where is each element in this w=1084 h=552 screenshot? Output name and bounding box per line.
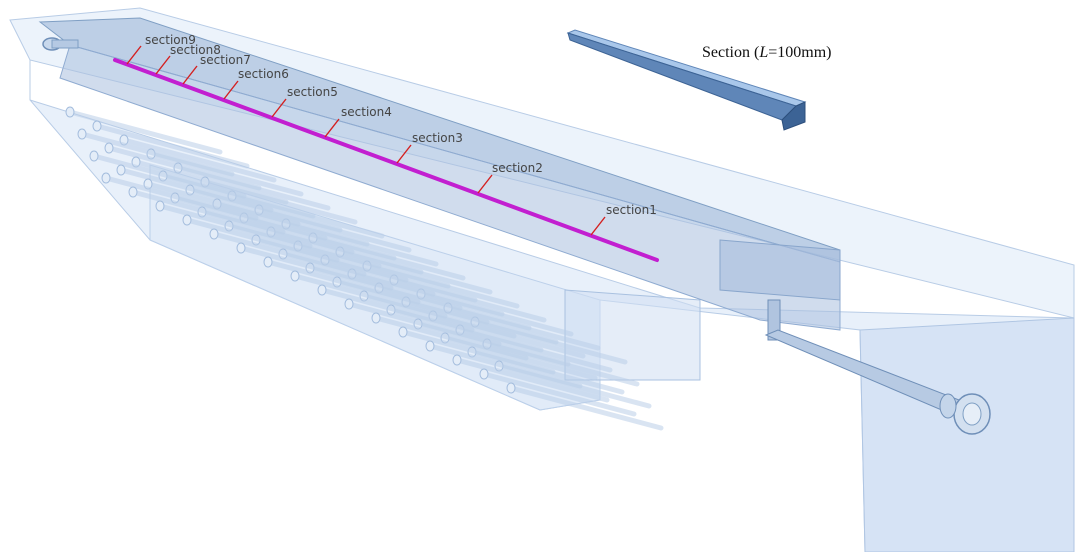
nozzle-array: [65, 106, 664, 431]
nozzle-tube: [91, 153, 247, 199]
section-marker-8: [155, 55, 171, 75]
inlet-fitting: [42, 37, 79, 51]
inlet-pipe: [51, 39, 79, 49]
nozzle-tube: [427, 343, 583, 389]
section-label-3: section3: [412, 131, 463, 145]
section-label-7: section7: [200, 53, 251, 67]
nozzle-tube: [292, 273, 448, 319]
channel-lip: [719, 239, 841, 301]
nozzle-tube: [454, 357, 610, 403]
nozzle-tube: [103, 175, 259, 221]
nozzle-tube: [94, 123, 250, 169]
outlet-collar: [939, 393, 957, 419]
legend-variable: L: [758, 44, 768, 61]
section-markers: [126, 45, 606, 236]
nozzle-tube-end: [92, 120, 102, 132]
nozzle-tube: [508, 385, 664, 431]
legend-suffix: =100mm): [768, 44, 831, 61]
section-marker-4: [324, 118, 340, 138]
nozzle-tube: [79, 131, 235, 177]
legend-bar-face: [781, 101, 806, 131]
nozzle-tube-end: [398, 326, 408, 338]
nozzle-tube: [121, 137, 277, 183]
nozzle-tube-end: [506, 382, 516, 394]
nozzle-tube-end: [182, 214, 192, 226]
nozzle-tube-end: [452, 354, 462, 366]
nozzle-tube: [67, 109, 223, 155]
legend-caption: Section (L=100mm): [702, 44, 831, 61]
nozzle-tube-end: [77, 128, 87, 140]
nozzle-tube-end: [101, 172, 111, 184]
measurement-rail: [113, 58, 659, 262]
section-label-9: section9: [145, 33, 196, 47]
nozzle-tube: [211, 231, 367, 277]
enclosure-right-face: [859, 317, 1075, 552]
nozzle-tube: [133, 159, 289, 205]
nozzle-tube: [106, 145, 262, 191]
legend: Section (L=100mm): [566, 29, 831, 131]
nozzle-tube: [481, 371, 637, 417]
nozzle-tube-end: [344, 298, 354, 310]
nozzle-tube: [157, 203, 313, 249]
section-marker-6: [223, 80, 239, 100]
nozzle-tube: [145, 181, 301, 227]
legend-prefix: Section (: [702, 44, 759, 61]
nozzle-tube-end: [65, 106, 75, 118]
section-marker-3: [396, 144, 412, 164]
legend-bar-top: [566, 29, 807, 107]
section-label-4: section4: [341, 105, 392, 119]
section-label-1: section1: [606, 203, 657, 217]
nozzle-tube: [373, 315, 529, 361]
nozzle-tube-end: [116, 164, 126, 176]
nozzle-tube-end: [155, 200, 165, 212]
nozzle-tube: [238, 245, 394, 291]
nozzle-tube: [346, 301, 502, 347]
nozzle-tube-end: [290, 270, 300, 282]
section-marker-5: [271, 98, 287, 118]
outlet-end-inner: [962, 402, 982, 426]
nozzle-tube-end: [209, 228, 219, 240]
section-marker-2: [477, 174, 493, 194]
nozzle-tube-end: [236, 242, 246, 254]
nozzle-tube-end: [263, 256, 273, 268]
nozzle-tube: [130, 189, 286, 235]
section-marker-1: [590, 216, 606, 236]
section-label-8: section8: [170, 43, 221, 57]
nozzle-tube: [400, 329, 556, 375]
nozzle-tube-end: [371, 312, 381, 324]
nozzle-tube-end: [104, 142, 114, 154]
section-label-6: section6: [238, 67, 289, 81]
section-label-5: section5: [287, 85, 338, 99]
nozzle-tube: [265, 259, 421, 305]
nozzle-tube-end: [89, 150, 99, 162]
nozzle-tube: [319, 287, 475, 333]
nozzle-tube: [118, 167, 274, 213]
channel-body: [59, 44, 841, 331]
section-marker-7: [182, 65, 198, 85]
nozzle-tube-end: [128, 186, 138, 198]
nozzle-tube-end: [479, 368, 489, 380]
nozzle-tube-end: [425, 340, 435, 352]
section-label-2: section2: [492, 161, 543, 175]
nozzle-tube-end: [317, 284, 327, 296]
outlet-pipe: [764, 299, 991, 435]
inner-box-face: [564, 289, 701, 381]
section-marker-9: [126, 45, 142, 65]
nozzle-tube: [184, 217, 340, 263]
